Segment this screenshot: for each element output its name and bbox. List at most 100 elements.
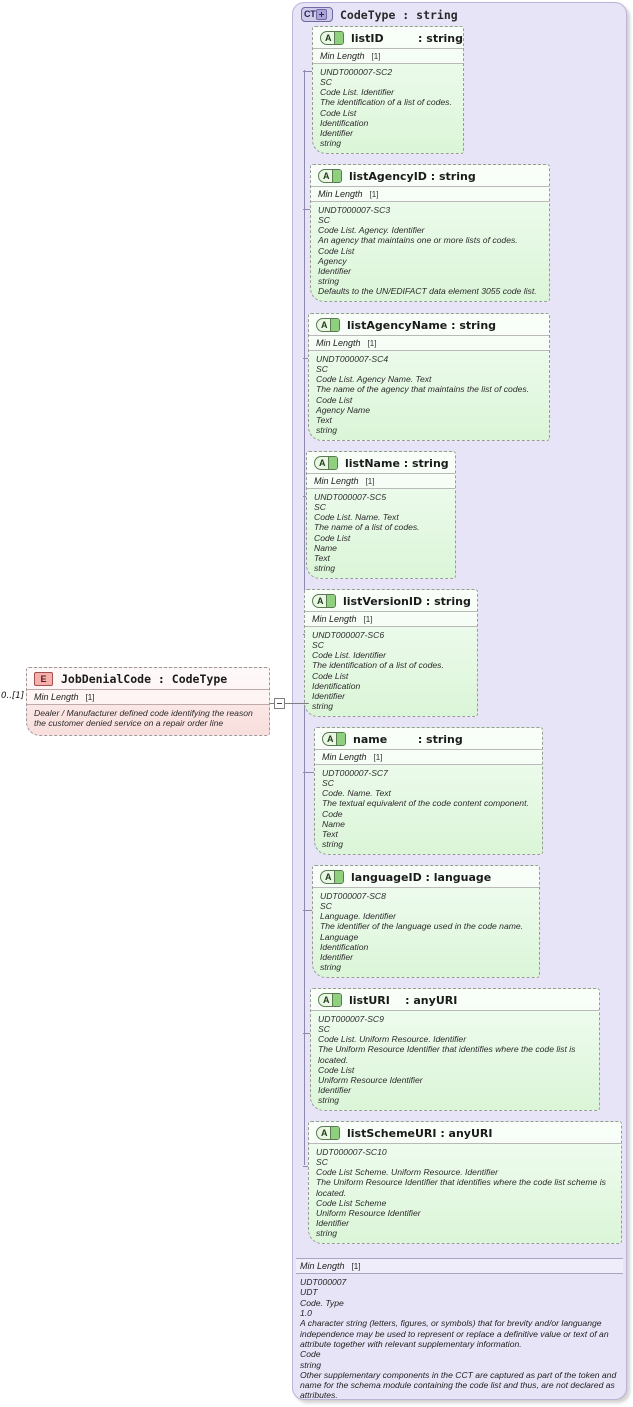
attribute-doc-line: SC (322, 778, 334, 789)
collapse-toggle[interactable] (274, 698, 285, 709)
attribute-doc-line: The Uniform Resource Identifier that ide… (316, 1177, 606, 1198)
attribute-doc-line: Code List (318, 1064, 355, 1075)
type-footer-facet-value: [1] (351, 1262, 361, 1271)
attribute-icon-swatch (325, 595, 335, 607)
attribute-doc-line: Code (322, 808, 343, 819)
attribute-doc-line: The Uniform Resource Identifier that ide… (318, 1044, 576, 1065)
attribute-name: listAgencyID : string (349, 169, 476, 183)
attribute-doc-line: string (314, 562, 336, 573)
attribute-doc-line: string (316, 424, 338, 435)
tree-connector-stub (303, 772, 314, 773)
attribute-name: listURI : anyURI (349, 993, 458, 1007)
attribute-doc-line: Name (314, 542, 337, 553)
type-footer-doc-line: UDT (300, 1287, 318, 1298)
attribute-icon-swatch (329, 1127, 339, 1139)
attribute-doc-line: string (320, 137, 342, 148)
attribute-doc-line: UNDT000007-SC4 (316, 354, 389, 364)
attribute-icon-label: A (321, 319, 328, 330)
attribute-doc-line: Code List. Uniform Resource. Identifier (318, 1034, 467, 1045)
attribute-doc-line: UDT000007-SC7 (322, 768, 388, 778)
attribute-icon-label: A (327, 733, 334, 744)
attribute-facet-label: Min Length (314, 476, 359, 486)
attribute-icon-swatch (333, 32, 343, 44)
attribute-doc-line: Code List (318, 245, 355, 256)
attribute-doc-line: string (318, 1095, 340, 1106)
attribute-doc-line: Uniform Resource Identifier (318, 1074, 423, 1085)
attribute-facet-row: Min Length [1] (311, 186, 549, 202)
type-footer-doc-line: A character string (letters, figures, or… (300, 1318, 609, 1349)
attribute-icon-swatch (329, 319, 339, 331)
attribute-icon: A (316, 1126, 340, 1140)
tree-connector-stub (303, 1166, 308, 1167)
attribute-facet-row: Min Length [1] (315, 749, 542, 765)
attribute-name: name : string (353, 732, 463, 746)
attribute-icon-label: A (325, 32, 332, 43)
attribute-facet-row: Min Length[1] (307, 473, 455, 489)
attribute-icon: A (314, 456, 338, 470)
attribute-doc-line: Code List Scheme. Uniform Resource. Iden… (316, 1167, 498, 1178)
attribute-doc-line: Code List. Name. Text (314, 512, 399, 523)
attribute-facet-label: Min Length (322, 752, 367, 762)
attribute-doc-line: Text (322, 828, 338, 839)
attribute-doc-line: SC (320, 901, 332, 912)
attribute-facet-row: Min Length [1] (313, 48, 463, 64)
attribute-icon: A (312, 594, 336, 608)
attribute-doc-line: The identification of a list of codes. (320, 97, 452, 108)
attribute-doc-line: Identification (320, 117, 369, 128)
attribute-doc-line: SC (318, 1024, 330, 1035)
type-footer-doc-line: Other supplementary components in the CC… (300, 1369, 617, 1401)
attribute-icon-swatch (335, 733, 345, 745)
attribute-doc-line: The name of a list of codes. (314, 522, 420, 533)
attribute-facet-value: [1] (369, 190, 379, 199)
attribute-facet-label: Min Length (320, 51, 365, 61)
tree-connector-stub (303, 910, 312, 911)
expand-plus-icon[interactable] (316, 9, 328, 20)
element-box-jobdenialcode[interactable]: E JobDenialCode : CodeType Min Length[1]… (26, 667, 270, 736)
complex-type-icon[interactable]: CT (301, 7, 333, 22)
attribute-facet-row: Min Length[1] (309, 335, 549, 351)
element-title: JobDenialCode : CodeType (61, 672, 228, 686)
attribute-doc-line: string (320, 961, 342, 972)
attribute-doc-line: Code List. Identifier (312, 650, 387, 661)
attribute-icon-swatch (331, 170, 341, 182)
attribute-doc-line: UDT000007-SC10 (316, 1147, 387, 1157)
attribute-icon-label: A (325, 871, 332, 882)
attribute-facet-label: Min Length (318, 189, 363, 199)
attribute-facet-value: [1] (371, 52, 381, 61)
attribute-doc-line: Defaults to the UN/EDIFACT data element … (318, 286, 537, 297)
attribute-facet-label: Min Length (312, 614, 357, 624)
element-doc-line: the customer denied service on a repair … (34, 718, 224, 729)
attribute-doc-line: UDT000007-SC9 (318, 1014, 384, 1024)
attribute-facet-value: [1] (373, 753, 383, 762)
attribute-doc-line: An agency that maintains one or more lis… (318, 235, 518, 246)
attribute-icon-label: A (323, 994, 330, 1005)
attribute-doc-line: The identifier of the language used in t… (320, 921, 524, 932)
attribute-doc-line: Agency Name (316, 404, 370, 415)
attribute-doc-line: SC (312, 640, 324, 651)
type-footer-facet-label: Min Length (300, 1261, 345, 1271)
attribute-doc-line: Agency (318, 255, 347, 266)
attribute-doc-line: Text (316, 414, 332, 425)
attribute-facet-label: Min Length (316, 338, 361, 348)
attribute-icon: A (316, 318, 340, 332)
attribute-icon-swatch (331, 994, 341, 1006)
connector-line-right (285, 703, 309, 704)
